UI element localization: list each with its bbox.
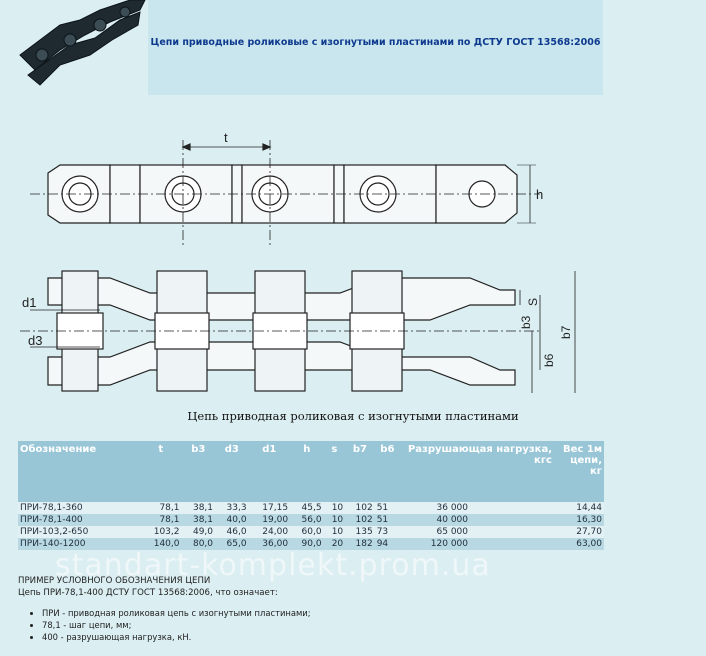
cell: 182 bbox=[345, 538, 375, 550]
cell: 103,2 bbox=[140, 526, 182, 538]
cell: 10 bbox=[323, 502, 346, 514]
cell: 27,70 bbox=[554, 526, 604, 538]
cell: ПРИ-103,2-650 bbox=[18, 526, 140, 538]
cell: 20 bbox=[323, 538, 346, 550]
watermark: standart-komplekt.prom.ua bbox=[55, 548, 491, 583]
cell: 19,00 bbox=[248, 514, 291, 526]
table-row: ПРИ-78,1-360 78,1 38,1 33,3 17,15 45,5 1… bbox=[18, 502, 604, 514]
dim-b6-label: b6 bbox=[542, 353, 556, 367]
cell: 80,0 bbox=[181, 538, 216, 550]
col-h: h bbox=[290, 441, 324, 502]
cell: 78,1 bbox=[140, 502, 182, 514]
cell: 73 bbox=[374, 526, 400, 538]
col-d3: d3 bbox=[215, 441, 249, 502]
dim-t-label: t bbox=[224, 130, 228, 145]
col-weight: Вес 1м цепи, кг bbox=[554, 441, 604, 502]
drawing-caption: Цепь приводная роликовая с изогнутыми пл… bbox=[187, 409, 519, 423]
cell: 10 bbox=[323, 514, 346, 526]
table-header-row: Обозначение t b3 d3 d1 h s b7 b6 Разруша… bbox=[18, 441, 604, 502]
table-row: ПРИ-140-1200 140,0 80,0 65,0 36,00 90,0 … bbox=[18, 538, 604, 550]
chain-drawing: t h d1 d3 S b3 bbox=[0, 95, 706, 440]
dim-h-label: h bbox=[536, 187, 543, 202]
cell: 14,44 bbox=[554, 502, 604, 514]
dim-b3-label: b3 bbox=[519, 315, 533, 329]
spec-table-container: Обозначение t b3 d3 d1 h s b7 b6 Разруша… bbox=[18, 441, 604, 550]
cell: 135 bbox=[345, 526, 375, 538]
col-d1: d1 bbox=[248, 441, 291, 502]
col-b3: b3 bbox=[181, 441, 216, 502]
cell: 33,3 bbox=[215, 502, 249, 514]
col-s: s bbox=[323, 441, 346, 502]
cell: 17,15 bbox=[248, 502, 291, 514]
dim-d3-label: d3 bbox=[28, 333, 42, 348]
cell: 51 bbox=[374, 514, 400, 526]
page-title: Цепи приводные роликовые с изогнутыми пл… bbox=[150, 37, 601, 48]
col-designation: Обозначение bbox=[18, 441, 140, 502]
cell: 102 bbox=[345, 502, 375, 514]
col-breaking-load: Разрушающая нагрузка, кгс bbox=[400, 441, 554, 502]
cell: 40,0 bbox=[215, 514, 249, 526]
cell: ПРИ-78,1-360 bbox=[18, 502, 140, 514]
cell: 51 bbox=[374, 502, 400, 514]
top-view bbox=[30, 140, 540, 245]
cell: 60,0 bbox=[290, 526, 324, 538]
cell: 24,00 bbox=[248, 526, 291, 538]
notes-list: ПРИ - приводная роликовая цепь с изогнут… bbox=[18, 607, 598, 643]
dim-s-label: S bbox=[526, 298, 540, 306]
designation-example: ПРИМЕР УСЛОВНОГО ОБОЗНАЧЕНИЯ ЦЕПИ Цепь П… bbox=[18, 575, 598, 643]
cell: 140,0 bbox=[140, 538, 182, 550]
cell: 49,0 bbox=[181, 526, 216, 538]
cell: ПРИ-140-1200 bbox=[18, 538, 140, 550]
dim-d1-label: d1 bbox=[22, 295, 36, 310]
table-row: ПРИ-78,1-400 78,1 38,1 40,0 19,00 56,0 1… bbox=[18, 514, 604, 526]
cell: 16,30 bbox=[554, 514, 604, 526]
header-banner: Цепи приводные роликовые с изогнутыми пл… bbox=[148, 0, 603, 95]
col-b6: b6 bbox=[374, 441, 400, 502]
cell: 40 000 bbox=[400, 514, 554, 526]
cell: 10 bbox=[323, 526, 346, 538]
cell: 45,5 bbox=[290, 502, 324, 514]
cell: ПРИ-78,1-400 bbox=[18, 514, 140, 526]
cell: 65 000 bbox=[400, 526, 554, 538]
cell: 120 000 bbox=[400, 538, 554, 550]
dim-b7-label: b7 bbox=[559, 325, 573, 339]
cell: 36,00 bbox=[248, 538, 291, 550]
side-view bbox=[20, 270, 576, 393]
cell: 102 bbox=[345, 514, 375, 526]
cell: 90,0 bbox=[290, 538, 324, 550]
notes-line: Цепь ПРИ-78,1-400 ДСТУ ГОСТ 13568:2006, … bbox=[18, 588, 278, 598]
cell: 56,0 bbox=[290, 514, 324, 526]
cell: 36 000 bbox=[400, 502, 554, 514]
col-t: t bbox=[140, 441, 182, 502]
col-b7: b7 bbox=[345, 441, 375, 502]
cell: 78,1 bbox=[140, 514, 182, 526]
list-item: 400 - разрушающая нагрузка, кН. bbox=[42, 631, 598, 643]
list-item: 78,1 - шаг цепи, мм; bbox=[42, 619, 598, 631]
cell: 65,0 bbox=[215, 538, 249, 550]
cell: 46,0 bbox=[215, 526, 249, 538]
cell: 94 bbox=[374, 538, 400, 550]
list-item: ПРИ - приводная роликовая цепь с изогнут… bbox=[42, 607, 598, 619]
notes-heading: ПРИМЕР УСЛОВНОГО ОБОЗНАЧЕНИЯ ЦЕПИ bbox=[18, 576, 211, 586]
table-row: ПРИ-103,2-650 103,2 49,0 46,0 24,00 60,0… bbox=[18, 526, 604, 538]
spec-table: Обозначение t b3 d3 d1 h s b7 b6 Разруша… bbox=[18, 441, 604, 550]
cell: 38,1 bbox=[181, 502, 216, 514]
chain-photo bbox=[0, 0, 148, 95]
cell: 38,1 bbox=[181, 514, 216, 526]
cell: 63,00 bbox=[554, 538, 604, 550]
